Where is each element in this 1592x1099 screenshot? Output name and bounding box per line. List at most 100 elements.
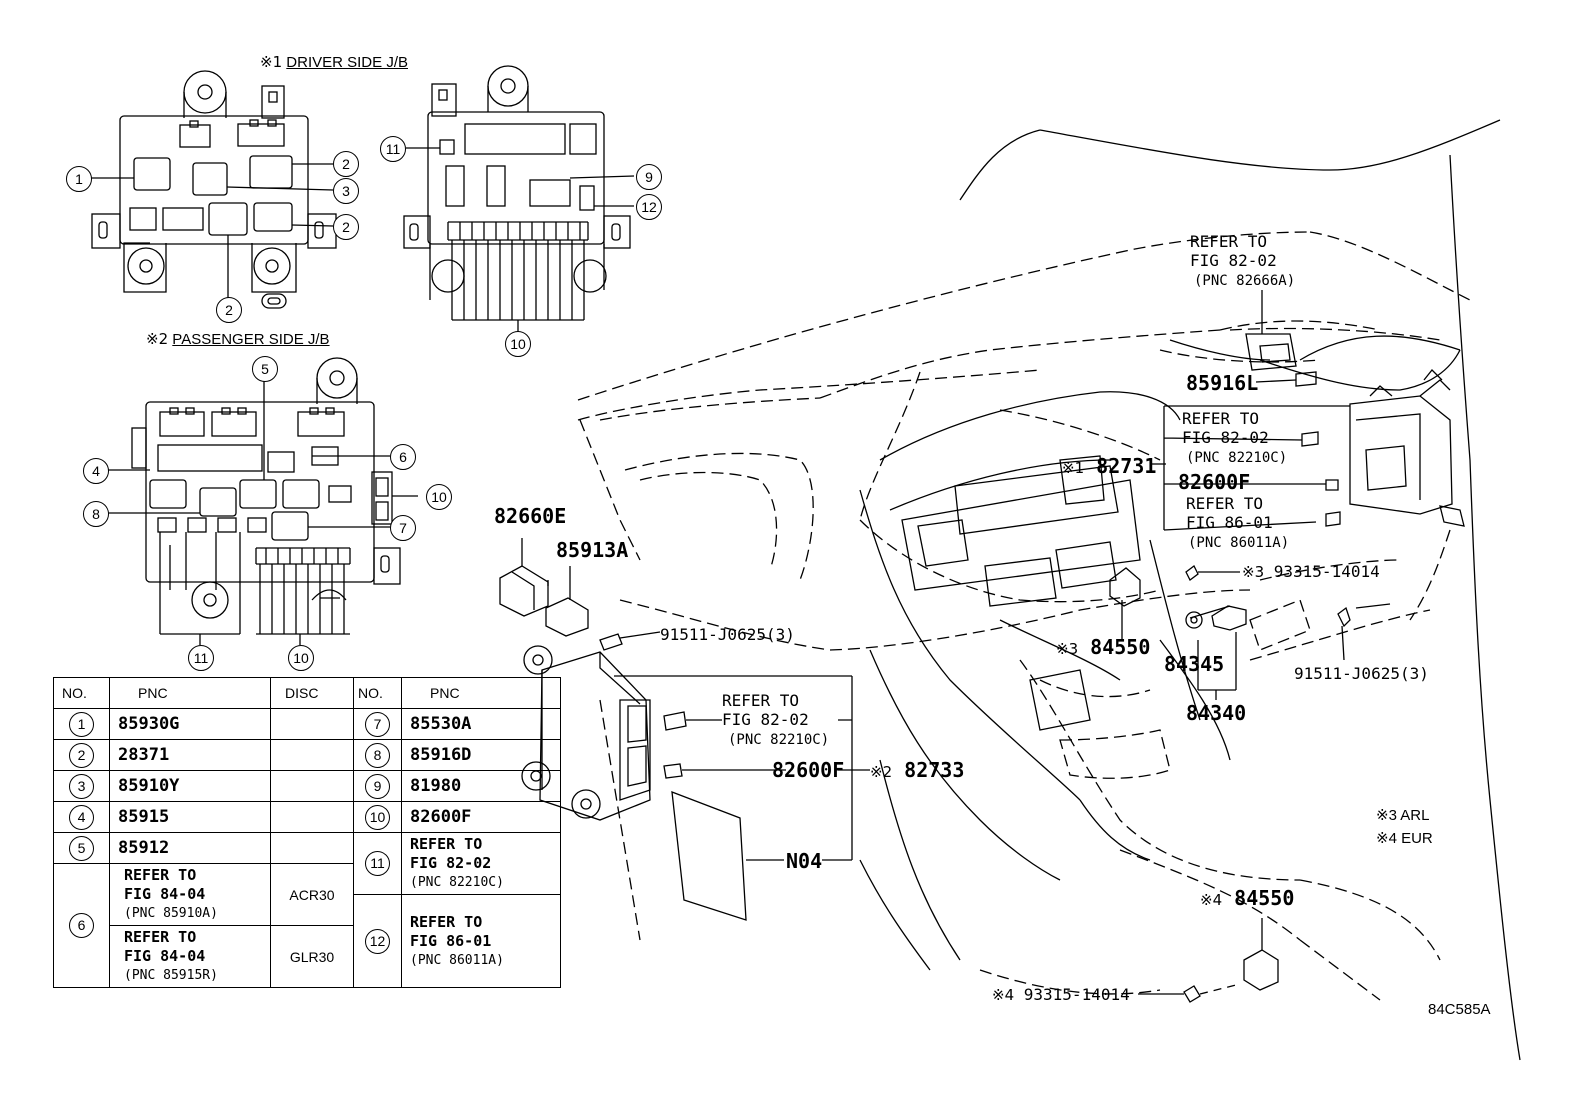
ref-line: FIG 84-04	[124, 885, 206, 903]
mark3: ※3	[1242, 563, 1265, 581]
row-disc	[270, 770, 354, 802]
ref-line: FIG 86-01	[410, 931, 492, 950]
ref-text: FIG 82-02	[722, 710, 809, 729]
row-disc	[270, 801, 354, 833]
part-82600F: 82600F	[1178, 470, 1251, 494]
part-82733: 82733	[904, 758, 965, 782]
part-82660E: 82660E	[494, 504, 567, 528]
callout-6: 6	[390, 444, 416, 470]
dashboard-outline	[577, 231, 1471, 1001]
callout-2: 2	[333, 151, 359, 177]
ref-pnc: (PNC 82210C)	[1186, 450, 1288, 466]
switch-84550-and-bolts	[1109, 565, 1391, 1003]
callout-10: 10	[426, 484, 452, 510]
row-no: 4	[69, 804, 94, 830]
row-pnc: 82600F	[401, 801, 561, 833]
dashboard-contours	[859, 119, 1521, 1061]
ref-text: REFER TO	[1186, 494, 1264, 513]
callout-4: 4	[83, 458, 109, 484]
note-eur: ※4 EUR	[1376, 830, 1433, 847]
callout-10: 10	[288, 645, 314, 671]
th-pnc: PNC	[401, 677, 561, 709]
part-84550-b: 84550	[1234, 886, 1295, 910]
row-no: 8	[365, 742, 390, 768]
part-84550-a: 84550	[1090, 635, 1151, 659]
part-85916L: 85916L	[1186, 371, 1259, 395]
row-disc	[270, 739, 354, 771]
callout-9: 9	[636, 164, 662, 190]
row-no: 11	[365, 851, 390, 876]
ref-line: FIG 82-02	[410, 854, 492, 872]
row-pnc: 85530A	[401, 708, 561, 740]
mark1: ※1	[260, 53, 283, 71]
row-no: 5	[69, 835, 94, 861]
passenger-jb	[108, 357, 418, 645]
mark1: ※1	[1062, 459, 1085, 477]
row-pnc: 85915	[109, 801, 271, 833]
row-no: 1	[69, 711, 94, 737]
mark4: ※4	[1200, 891, 1223, 909]
ref-pnc: (PNC 82210C)	[728, 732, 830, 748]
row-no: 7	[365, 711, 390, 737]
part-93315-b: 93315-14014	[1023, 985, 1130, 1004]
callout-2: 2	[333, 214, 359, 240]
callout-7: 7	[390, 515, 416, 541]
part-91511-b: 91511-J0625(3)	[1294, 664, 1429, 683]
row-disc	[270, 832, 354, 864]
part-84340: 84340	[1186, 701, 1247, 725]
ref-pnc: (PNC 82210C)	[410, 875, 504, 890]
driver-jb-front	[90, 70, 337, 309]
figure-code: 84C585A	[1428, 1001, 1491, 1018]
jb-82731-drawing	[1150, 290, 1465, 531]
part-91511-a: 91511-J0625(3)	[660, 625, 795, 644]
row-pnc: 85912	[109, 832, 271, 864]
row-no: 12	[365, 928, 390, 954]
th-no: NO.	[53, 677, 110, 709]
row-pnc: 85916D	[401, 739, 561, 771]
ref-text: REFER TO	[722, 691, 800, 710]
passenger-jb-title: PASSENGER SIDE J/B	[172, 331, 330, 348]
row-pnc: 28371	[109, 739, 271, 771]
ref-text: REFER TO	[1190, 232, 1268, 251]
row-no: 2	[69, 742, 94, 768]
th-no: NO.	[353, 677, 402, 709]
driver-jb-rear	[403, 65, 635, 333]
ref-line: REFER TO	[124, 928, 197, 946]
row-no: 3	[69, 773, 94, 799]
callout-10: 10	[505, 331, 531, 357]
part-85913A: 85913A	[556, 538, 629, 562]
row-no: 6	[69, 913, 94, 938]
row-pnc: 85910Y	[109, 770, 271, 802]
row-disc: ACR30	[270, 863, 354, 926]
ref-line: REFER TO	[410, 835, 483, 853]
th-disc: DISC	[270, 677, 354, 709]
row-pnc: 81980	[401, 770, 561, 802]
callout-1: 1	[66, 166, 92, 192]
row-disc	[270, 708, 354, 740]
ref-text: REFER TO	[1182, 409, 1260, 428]
note-arl: ※3 ARL	[1376, 807, 1430, 824]
callout-5: 5	[252, 356, 278, 382]
th-pnc: PNC	[109, 677, 271, 709]
ref-line: REFER TO	[410, 912, 483, 931]
row-pnc: 85930G	[109, 708, 271, 740]
ref-line: REFER TO	[124, 866, 197, 884]
part-82731: 82731	[1096, 454, 1157, 478]
callout-8: 8	[83, 501, 109, 527]
mark2: ※2	[870, 763, 893, 781]
ref-pnc: (PNC 86011A)	[410, 952, 504, 968]
row-no: 9	[365, 773, 390, 799]
callout-12: 12	[636, 194, 662, 220]
driver-jb-title: DRIVER SIDE J/B	[286, 54, 408, 71]
part-N04: N04	[786, 849, 823, 873]
callout-11: 11	[380, 136, 406, 162]
ref-pnc: (PNC 85915R)	[124, 968, 218, 983]
mark3: ※3	[1056, 640, 1079, 658]
callout-2: 2	[216, 297, 242, 323]
connector-82660E-85913A	[499, 538, 589, 637]
row-disc: GLR30	[270, 925, 354, 988]
row-no: 10	[365, 804, 390, 830]
mark4: ※4	[992, 986, 1015, 1004]
part-93315-a: 93315-14014	[1273, 562, 1380, 581]
